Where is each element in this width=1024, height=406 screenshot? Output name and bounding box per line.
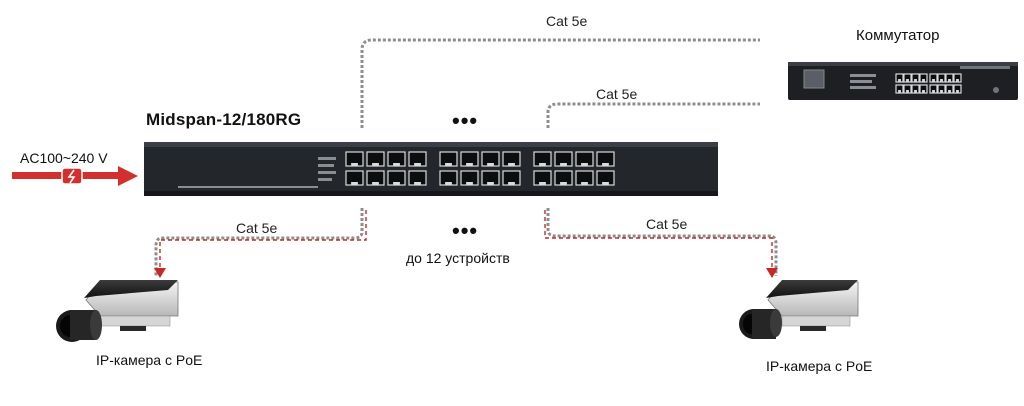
cable-bottom-left	[154, 208, 367, 278]
midspan-device	[144, 142, 718, 196]
camera-left	[56, 280, 179, 342]
rj45-port-tab	[581, 182, 588, 185]
rj45-port-tab	[508, 163, 515, 166]
rj45-port-tab	[466, 163, 473, 166]
switch-ports	[895, 73, 962, 94]
camera-right	[739, 280, 859, 339]
switch-port-tab	[956, 79, 959, 82]
rj45-port-tab	[445, 182, 452, 185]
rj45-port-tab	[393, 163, 400, 166]
power-label: AC100~240 V	[20, 150, 108, 166]
rj45-port-tab	[466, 182, 473, 185]
devices-note: до 12 устройств	[406, 250, 510, 266]
switch-port-tab	[914, 90, 917, 93]
rj45-port-tab	[393, 182, 400, 185]
device-title: Midspan-12/180RG	[146, 110, 302, 129]
cable-top-2	[546, 102, 760, 128]
rj45-port-tab	[602, 182, 609, 185]
rj45-port-tab	[539, 163, 546, 166]
midspan-ports	[345, 151, 615, 186]
rj45-port-tab	[508, 182, 515, 185]
rj45-port-tab	[560, 182, 567, 185]
switch-port-tab	[948, 90, 951, 93]
switch-label: Коммутатор	[856, 27, 940, 44]
rj45-port-tab	[539, 182, 546, 185]
switch-port-tab	[940, 79, 943, 82]
switch-port-tab	[898, 90, 901, 93]
cable-label-bottom-left: Cat 5e	[236, 220, 278, 236]
cable-top-1	[360, 38, 760, 128]
cable-label-bottom-right: Cat 5e	[646, 216, 688, 232]
rj45-port-tab	[351, 182, 358, 185]
rj45-port-tab	[414, 182, 421, 185]
camera-right-label: IP-камера с PoE	[766, 358, 873, 374]
rj45-port-tab	[414, 163, 421, 166]
cable-bottom-right	[544, 208, 778, 278]
rj45-port-tab	[487, 163, 494, 166]
rj45-port-tab	[560, 163, 567, 166]
rj45-port-tab	[602, 163, 609, 166]
cable-label-top-1: Cat 5e	[546, 13, 588, 29]
rj45-port-tab	[372, 182, 379, 185]
switch-port-tab	[932, 79, 935, 82]
rj45-port-tab	[487, 182, 494, 185]
switch-port-tab	[932, 90, 935, 93]
camera-left-label: IP-камера с PoE	[96, 352, 203, 368]
rj45-port-tab	[372, 163, 379, 166]
rj45-port-tab	[581, 163, 588, 166]
switch-port-tab	[948, 79, 951, 82]
cable-label-top-2: Cat 5e	[596, 86, 638, 102]
switch-port-tab	[914, 79, 917, 82]
switch-port-tab	[906, 79, 909, 82]
ellipsis-bottom: •••	[452, 218, 479, 243]
switch-port-tab	[940, 90, 943, 93]
switch-port-tab	[956, 90, 959, 93]
rj45-port-tab	[351, 163, 358, 166]
switch-port-tab	[898, 79, 901, 82]
power-arrow	[12, 166, 138, 186]
switch-port-tab	[906, 90, 909, 93]
switch-port-tab	[922, 90, 925, 93]
rj45-port-tab	[445, 163, 452, 166]
ellipsis-top: •••	[452, 108, 479, 133]
switch-port-tab	[922, 79, 925, 82]
